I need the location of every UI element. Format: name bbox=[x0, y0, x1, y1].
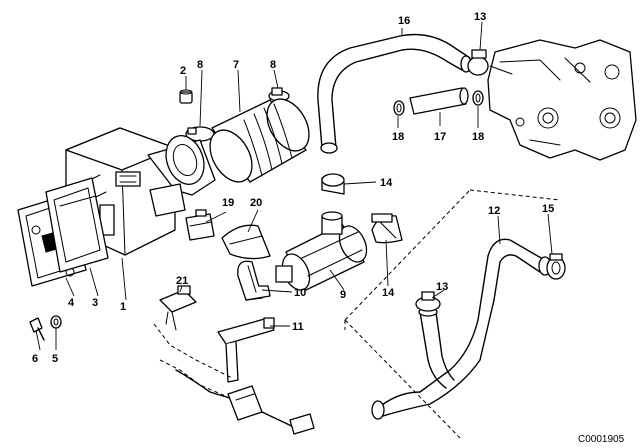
rubber-boot-7 bbox=[209, 98, 310, 183]
leader-lines bbox=[35, 21, 553, 351]
callout-20: 20 bbox=[250, 197, 262, 209]
callout-3: 3 bbox=[92, 297, 98, 309]
bolt-6 bbox=[29, 317, 45, 341]
callout-6: 6 bbox=[32, 353, 38, 365]
callout-11: 11 bbox=[292, 321, 304, 333]
callout-1: 1 bbox=[120, 301, 126, 313]
callout-5: 5 bbox=[52, 353, 58, 365]
hose-clamp-13-top bbox=[467, 49, 513, 76]
callout-18-right: 18 bbox=[472, 131, 484, 143]
clamp-15 bbox=[546, 253, 566, 280]
callout-2: 2 bbox=[180, 65, 186, 77]
hose-12 bbox=[371, 238, 552, 420]
callout-9: 9 bbox=[340, 289, 346, 301]
idle-valve-9 bbox=[275, 211, 368, 291]
hose-17 bbox=[409, 87, 469, 115]
callout-19: 19 bbox=[222, 197, 234, 209]
bracket-14-upper bbox=[321, 173, 345, 195]
clamp-18-left bbox=[393, 100, 405, 116]
washer-5 bbox=[50, 315, 62, 329]
callout-14-upper: 14 bbox=[380, 177, 393, 189]
callout-7: 7 bbox=[233, 59, 239, 71]
callout-15: 15 bbox=[542, 203, 554, 215]
callout-10: 10 bbox=[294, 287, 306, 299]
callout-18-left: 18 bbox=[392, 131, 404, 143]
guide-lines bbox=[344, 189, 561, 439]
hose-16 bbox=[317, 33, 472, 154]
callout-8-right: 8 bbox=[270, 59, 276, 71]
diagram-code: C0001905 bbox=[578, 434, 625, 445]
boot-20 bbox=[221, 224, 271, 260]
callout-4: 4 bbox=[68, 297, 75, 309]
callout-13-top: 13 bbox=[474, 11, 486, 23]
seal-3 bbox=[45, 177, 109, 273]
callout-21: 21 bbox=[176, 275, 188, 287]
clamp-18-right bbox=[472, 90, 484, 106]
clamp-8-right bbox=[268, 87, 290, 102]
clamp-13-lower bbox=[415, 291, 441, 312]
callout-14-lower: 14 bbox=[382, 287, 395, 299]
intake-manifold bbox=[487, 39, 637, 161]
hose-12-branch bbox=[418, 307, 455, 389]
connector-21 bbox=[159, 285, 197, 331]
callout-8-left: 8 bbox=[197, 59, 203, 71]
wiring-harness bbox=[153, 323, 315, 435]
holder-10 bbox=[237, 260, 271, 301]
callout-13-lower: 13 bbox=[436, 281, 448, 293]
plug-19 bbox=[185, 209, 215, 241]
callout-12: 12 bbox=[488, 205, 500, 217]
cap-2 bbox=[179, 89, 193, 104]
callout-17: 17 bbox=[434, 131, 446, 143]
bracket-14-lower bbox=[371, 213, 403, 244]
callout-16: 16 bbox=[398, 15, 410, 27]
bracket-11 bbox=[217, 317, 275, 383]
